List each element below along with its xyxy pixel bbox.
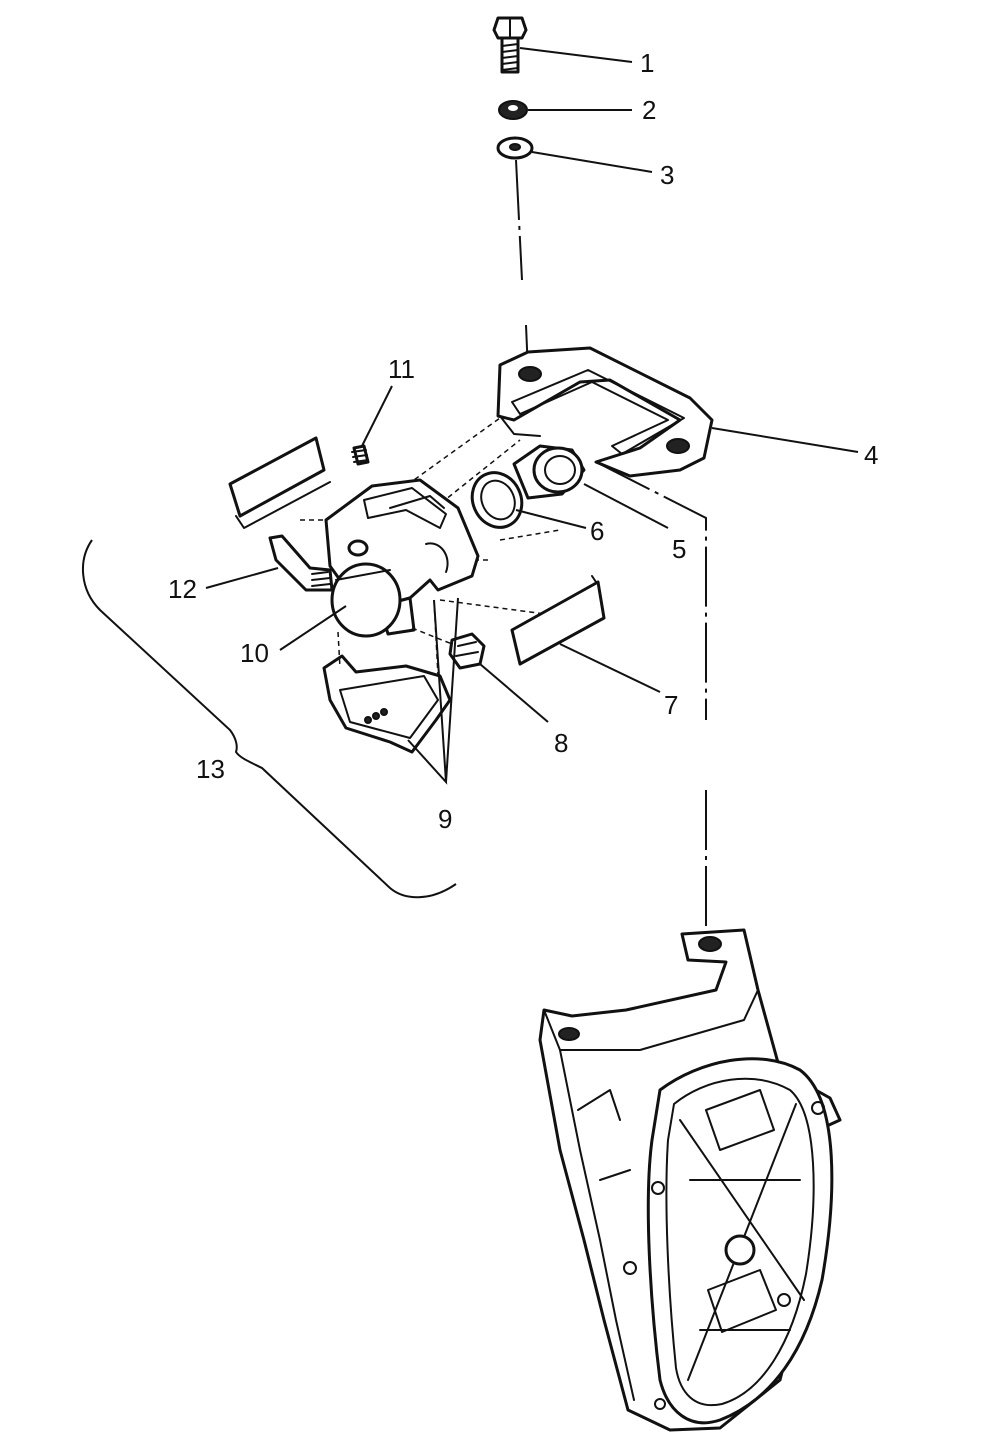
callout-8: 8 — [554, 728, 568, 758]
part-11-bleeder-screw — [351, 444, 370, 466]
leader-8 — [479, 663, 549, 723]
part-10-caliper-housing — [330, 562, 402, 638]
leader-6 — [515, 509, 587, 529]
assembly-axis-lower — [595, 461, 707, 940]
callout-4: 4 — [864, 440, 878, 470]
callout-2: 2 — [642, 95, 656, 125]
guide-lines-upper — [300, 417, 521, 561]
part-4-mounting-bracket — [496, 346, 714, 478]
callout-10: 10 — [240, 638, 269, 668]
callout-5: 5 — [672, 534, 686, 564]
leader-5 — [583, 483, 669, 529]
leader-4 — [711, 427, 859, 453]
part-1-bolt — [492, 16, 528, 74]
callout-13: 13 — [196, 754, 225, 784]
part-5-piston — [512, 444, 586, 500]
assembly-brace-13 — [82, 539, 457, 899]
leader-11 — [361, 385, 393, 447]
part-6-piston-seal — [470, 471, 524, 529]
guide-pin — [411, 627, 453, 645]
part-3-flat-washer — [496, 136, 534, 160]
callout-11: 11 — [388, 354, 415, 384]
chaincase-housing — [538, 928, 842, 1432]
leader-9 — [407, 597, 459, 785]
part-7-shim-right — [510, 575, 606, 666]
part-2-lock-washer — [498, 100, 528, 120]
callout-1: 1 — [640, 48, 654, 78]
assembly-axis-upper — [515, 159, 529, 373]
leader-12 — [205, 567, 279, 589]
part-7-shim-left — [228, 436, 331, 529]
leader-7 — [559, 643, 661, 693]
leader-3 — [531, 151, 653, 173]
callout-9: 9 — [438, 804, 452, 834]
callout-3: 3 — [660, 160, 674, 190]
callout-12: 12 — [168, 574, 197, 604]
part-12-brake-line — [268, 534, 334, 592]
callout-6: 6 — [590, 516, 604, 546]
leader-10 — [279, 605, 347, 651]
callout-7: 7 — [664, 690, 678, 720]
leader-1 — [519, 47, 633, 63]
